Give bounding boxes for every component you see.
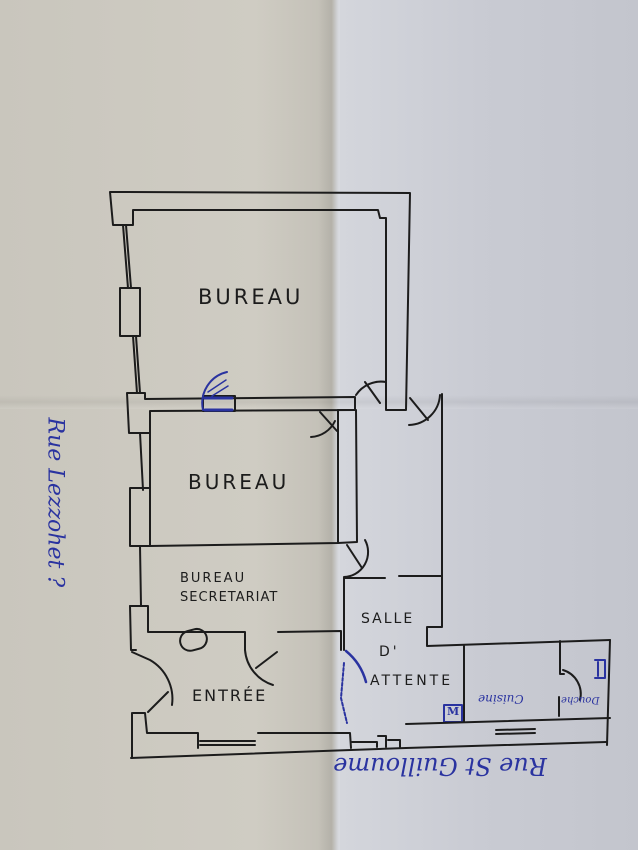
kitchen-wing-walls: [405, 639, 611, 749]
secretariat-entree-walls: [129, 545, 407, 759]
hallway-walls: [343, 380, 611, 651]
room-label-douche: Douche: [561, 694, 600, 705]
room-label-secretariat-line2: SECRETARIAT: [180, 590, 279, 605]
room-label-secretariat-line1: BUREAU: [180, 571, 247, 586]
street-label-bottom: Rue St Guilloume: [333, 752, 547, 780]
street-label-left: Rue Lezzohet ?: [42, 417, 68, 588]
room-label-wc: M: [447, 705, 460, 718]
bureau-top-walls: [109, 191, 411, 434]
room-label-cuisine: Cuisine: [478, 692, 524, 706]
paper-fold-vertical: [318, 0, 340, 850]
room-label-bureau-top: BUREAU: [198, 285, 304, 309]
door-bureau-top: [201, 371, 236, 412]
bureau-middle-walls: [129, 409, 370, 578]
room-label-bureau-middle: BUREAU: [188, 470, 290, 494]
room-label-entree: ENTRÉE: [192, 686, 268, 705]
room-label-salle-line1: SALLE: [361, 611, 415, 627]
room-label-salle-line3: ATTENTE: [370, 673, 454, 689]
room-label-salle-line2: D': [379, 644, 400, 660]
